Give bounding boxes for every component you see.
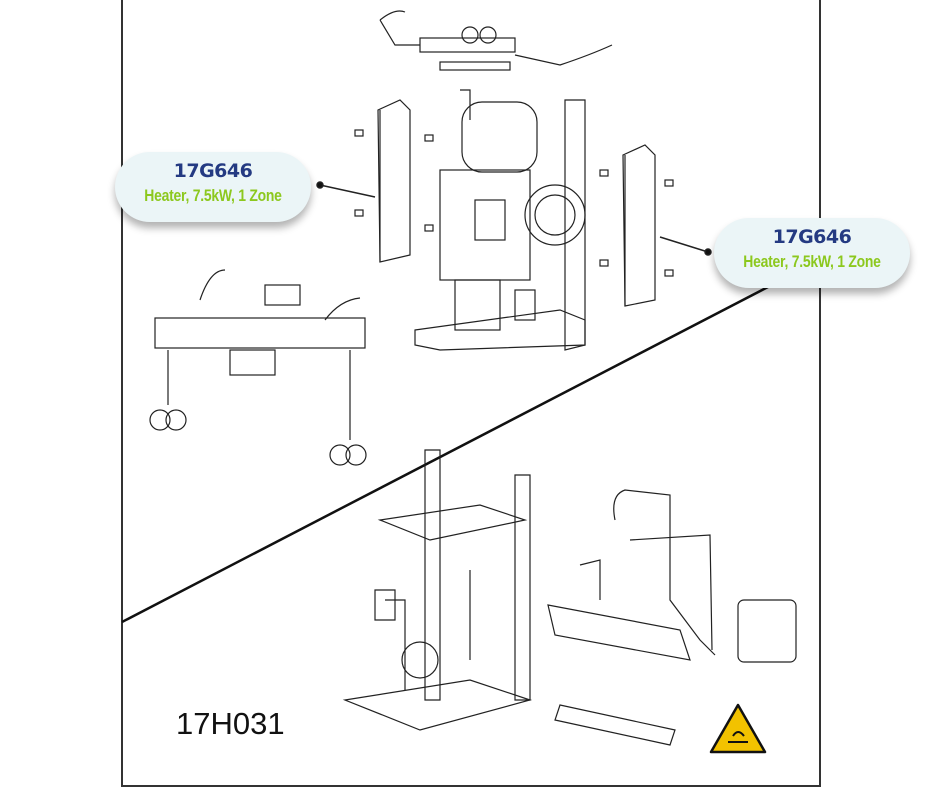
drawing-number: 17H031 (176, 706, 285, 741)
part-number: 17G646 (772, 226, 852, 248)
leader-lines (316, 181, 712, 256)
heater-left (354, 99, 434, 263)
proportioner-pumps (149, 269, 367, 466)
part-description: Heater, 7.5kW, 1 Zone (144, 186, 282, 205)
callout-heater-left: 17G646 Heater, 7.5kW, 1 Zone (115, 152, 311, 222)
base-frame-assembly (342, 449, 533, 731)
part-description: Heater, 7.5kW, 1 Zone (743, 252, 881, 271)
heater-subassembly (547, 489, 797, 746)
callout-heater-right: 17G646 Heater, 7.5kW, 1 Zone (714, 218, 910, 288)
section-divider-line (121, 258, 821, 624)
drawing-frame (121, 0, 821, 787)
part-number: 17G646 (173, 160, 253, 182)
heater-right (599, 144, 674, 307)
gauge-manifold (379, 10, 613, 71)
pump-frame-assembly (414, 89, 586, 351)
hot-surface-warning-icon (709, 703, 767, 754)
